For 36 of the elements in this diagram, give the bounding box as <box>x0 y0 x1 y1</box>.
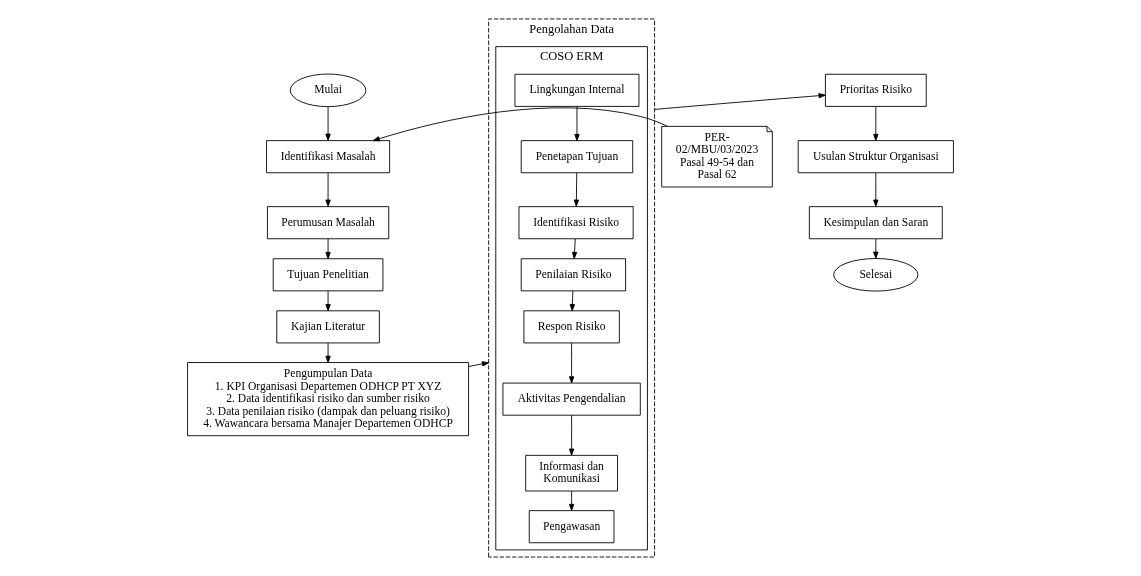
arrow <box>325 342 331 363</box>
node-box: Perumusan Masalah <box>266 206 390 240</box>
arrow <box>569 414 575 456</box>
arrow <box>325 290 331 312</box>
arrow <box>468 361 490 367</box>
node-box: Penilaian Risiko <box>520 258 627 292</box>
arrow <box>873 106 879 142</box>
node-box: Identifikasi Masalah <box>266 140 391 174</box>
arrow <box>325 238 331 260</box>
arrow <box>574 106 580 142</box>
node-box: Kesimpulan dan Saran <box>808 206 943 240</box>
arrow <box>569 290 575 312</box>
arrow <box>573 172 579 207</box>
node-box: Pengawasan <box>528 510 615 544</box>
node-ellipse: Mulai <box>289 73 367 108</box>
node-box: Pengumpulan Data 1. KPI Organisasi Departemen ODHCP PT XYZ 2. Data identifikasi risiko dan sumber risiko 3. Data penilaian risiko (dampak dan peluang risiko) 4. Wawancara bersama Manajer Departemen ODHCP <box>187 362 470 437</box>
arrow <box>873 172 879 207</box>
arrow <box>325 106 331 141</box>
node-box: Aktivitas Pengendalian <box>502 382 641 416</box>
arrow <box>571 238 578 260</box>
node-box: Penetapan Tujuan <box>520 140 634 174</box>
node-ellipse: Selesai <box>833 258 919 292</box>
node-box: Kajian Literatur <box>276 310 380 344</box>
arrow <box>873 238 879 259</box>
arrow <box>569 490 575 511</box>
arrow <box>325 172 331 207</box>
arrow <box>569 342 575 384</box>
node-box: Identifikasi Risiko <box>518 206 634 240</box>
node-box: Usulan Struktur Organisasi <box>797 140 954 174</box>
node-box: Lingkungan Internal <box>514 73 640 107</box>
node-box: Tujuan Penelitian <box>272 258 384 292</box>
node-box: Prioritas Risiko <box>824 73 927 107</box>
node-box: Informasi dan Komunikasi <box>525 454 618 492</box>
arrow <box>372 107 668 142</box>
node-box: Respon Risiko <box>523 310 620 344</box>
arrow <box>654 93 826 110</box>
